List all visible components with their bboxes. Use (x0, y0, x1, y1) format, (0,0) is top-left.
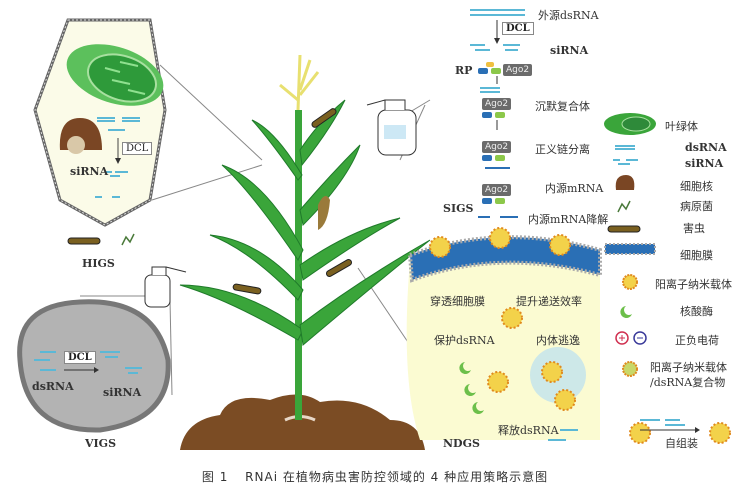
sigs-step-endogenous-mrna: 内源mRNA (545, 182, 604, 195)
higs-sirna-label: siRNA (70, 165, 109, 178)
figure-caption: 图 1 RNAi 在植物病虫害防控领域的 4 种应用策略示意图 (0, 468, 750, 485)
legend-charge: 正负电荷 (675, 334, 719, 347)
legend-sirna: siRNA (685, 157, 724, 170)
sigs-step-sirna: siRNA (550, 44, 589, 57)
ago2-box-1: Ago2 (503, 64, 533, 76)
legend-complex: 阳离子纳米载体 /dsRNA复合物 (650, 361, 727, 389)
higs-label: HIGS (82, 257, 115, 270)
caption-text: RNAi 在植物病虫害防控领域的 4 种应用策略示意图 (245, 470, 549, 484)
ago2-box-3: Ago2 (482, 141, 512, 153)
legend-cationic-nanocarrier: 阳离子纳米载体 (655, 278, 732, 291)
nanoparticles (429, 227, 731, 444)
rp-label: RP (455, 64, 473, 77)
legend-membrane: 细胞膜 (680, 249, 713, 262)
sigs-step-strand-separation: 正义链分离 (535, 143, 590, 156)
higs-dcl-label: DCL (122, 142, 153, 155)
vigs-sirna-label: siRNA (103, 386, 142, 399)
ndgs-self-assembly: 自组装 (665, 437, 698, 450)
corn-plant (179, 54, 431, 450)
sigs-step-silencing-complex: 沉默复合体 (535, 100, 590, 113)
vigs-dsrna-label: dsRNA (32, 380, 74, 393)
legend-pathogen: 病原菌 (680, 200, 713, 213)
legend-nuclease: 核酸酶 (680, 305, 713, 318)
higs-cell (33, 18, 167, 227)
legend-dsrna: dsRNA (685, 141, 727, 154)
sigs-dcl-label: DCL (502, 22, 534, 35)
sigs-step-exogenous-dsrna: 外源dsRNA (538, 9, 599, 22)
vigs-cell (17, 299, 171, 433)
legend-chloroplast: 叶绿体 (665, 120, 698, 133)
ndgs-release-dsrna: 释放dsRNA (498, 424, 559, 437)
legend-nucleus: 细胞核 (680, 180, 713, 193)
spray-bottle-left (144, 266, 187, 308)
legend-icons (604, 113, 656, 377)
ndgs-endosome-escape: 内体逃逸 (536, 334, 580, 347)
vigs-label: VIGS (85, 437, 117, 450)
sigs-label: SIGS (443, 202, 474, 215)
ago2-box-4: Ago2 (482, 184, 512, 196)
ndgs-protect-dsrna: 保护dsRNA (434, 334, 495, 347)
caption-number: 图 1 (201, 470, 229, 484)
legend-pest: 害虫 (683, 222, 705, 235)
sigs-flow (470, 9, 525, 218)
ago2-box-2: Ago2 (482, 98, 512, 110)
vigs-dcl-label: DCL (64, 351, 96, 364)
ndgs-delivery-boost: 提升递送效率 (516, 295, 582, 308)
ndgs-label: NDGS (443, 437, 480, 450)
sigs-step-mrna-degradation: 内源mRNA降解 (528, 213, 609, 226)
ndgs-membrane-cross: 穿透细胞膜 (430, 295, 485, 308)
spray-bottle-top (366, 99, 417, 156)
